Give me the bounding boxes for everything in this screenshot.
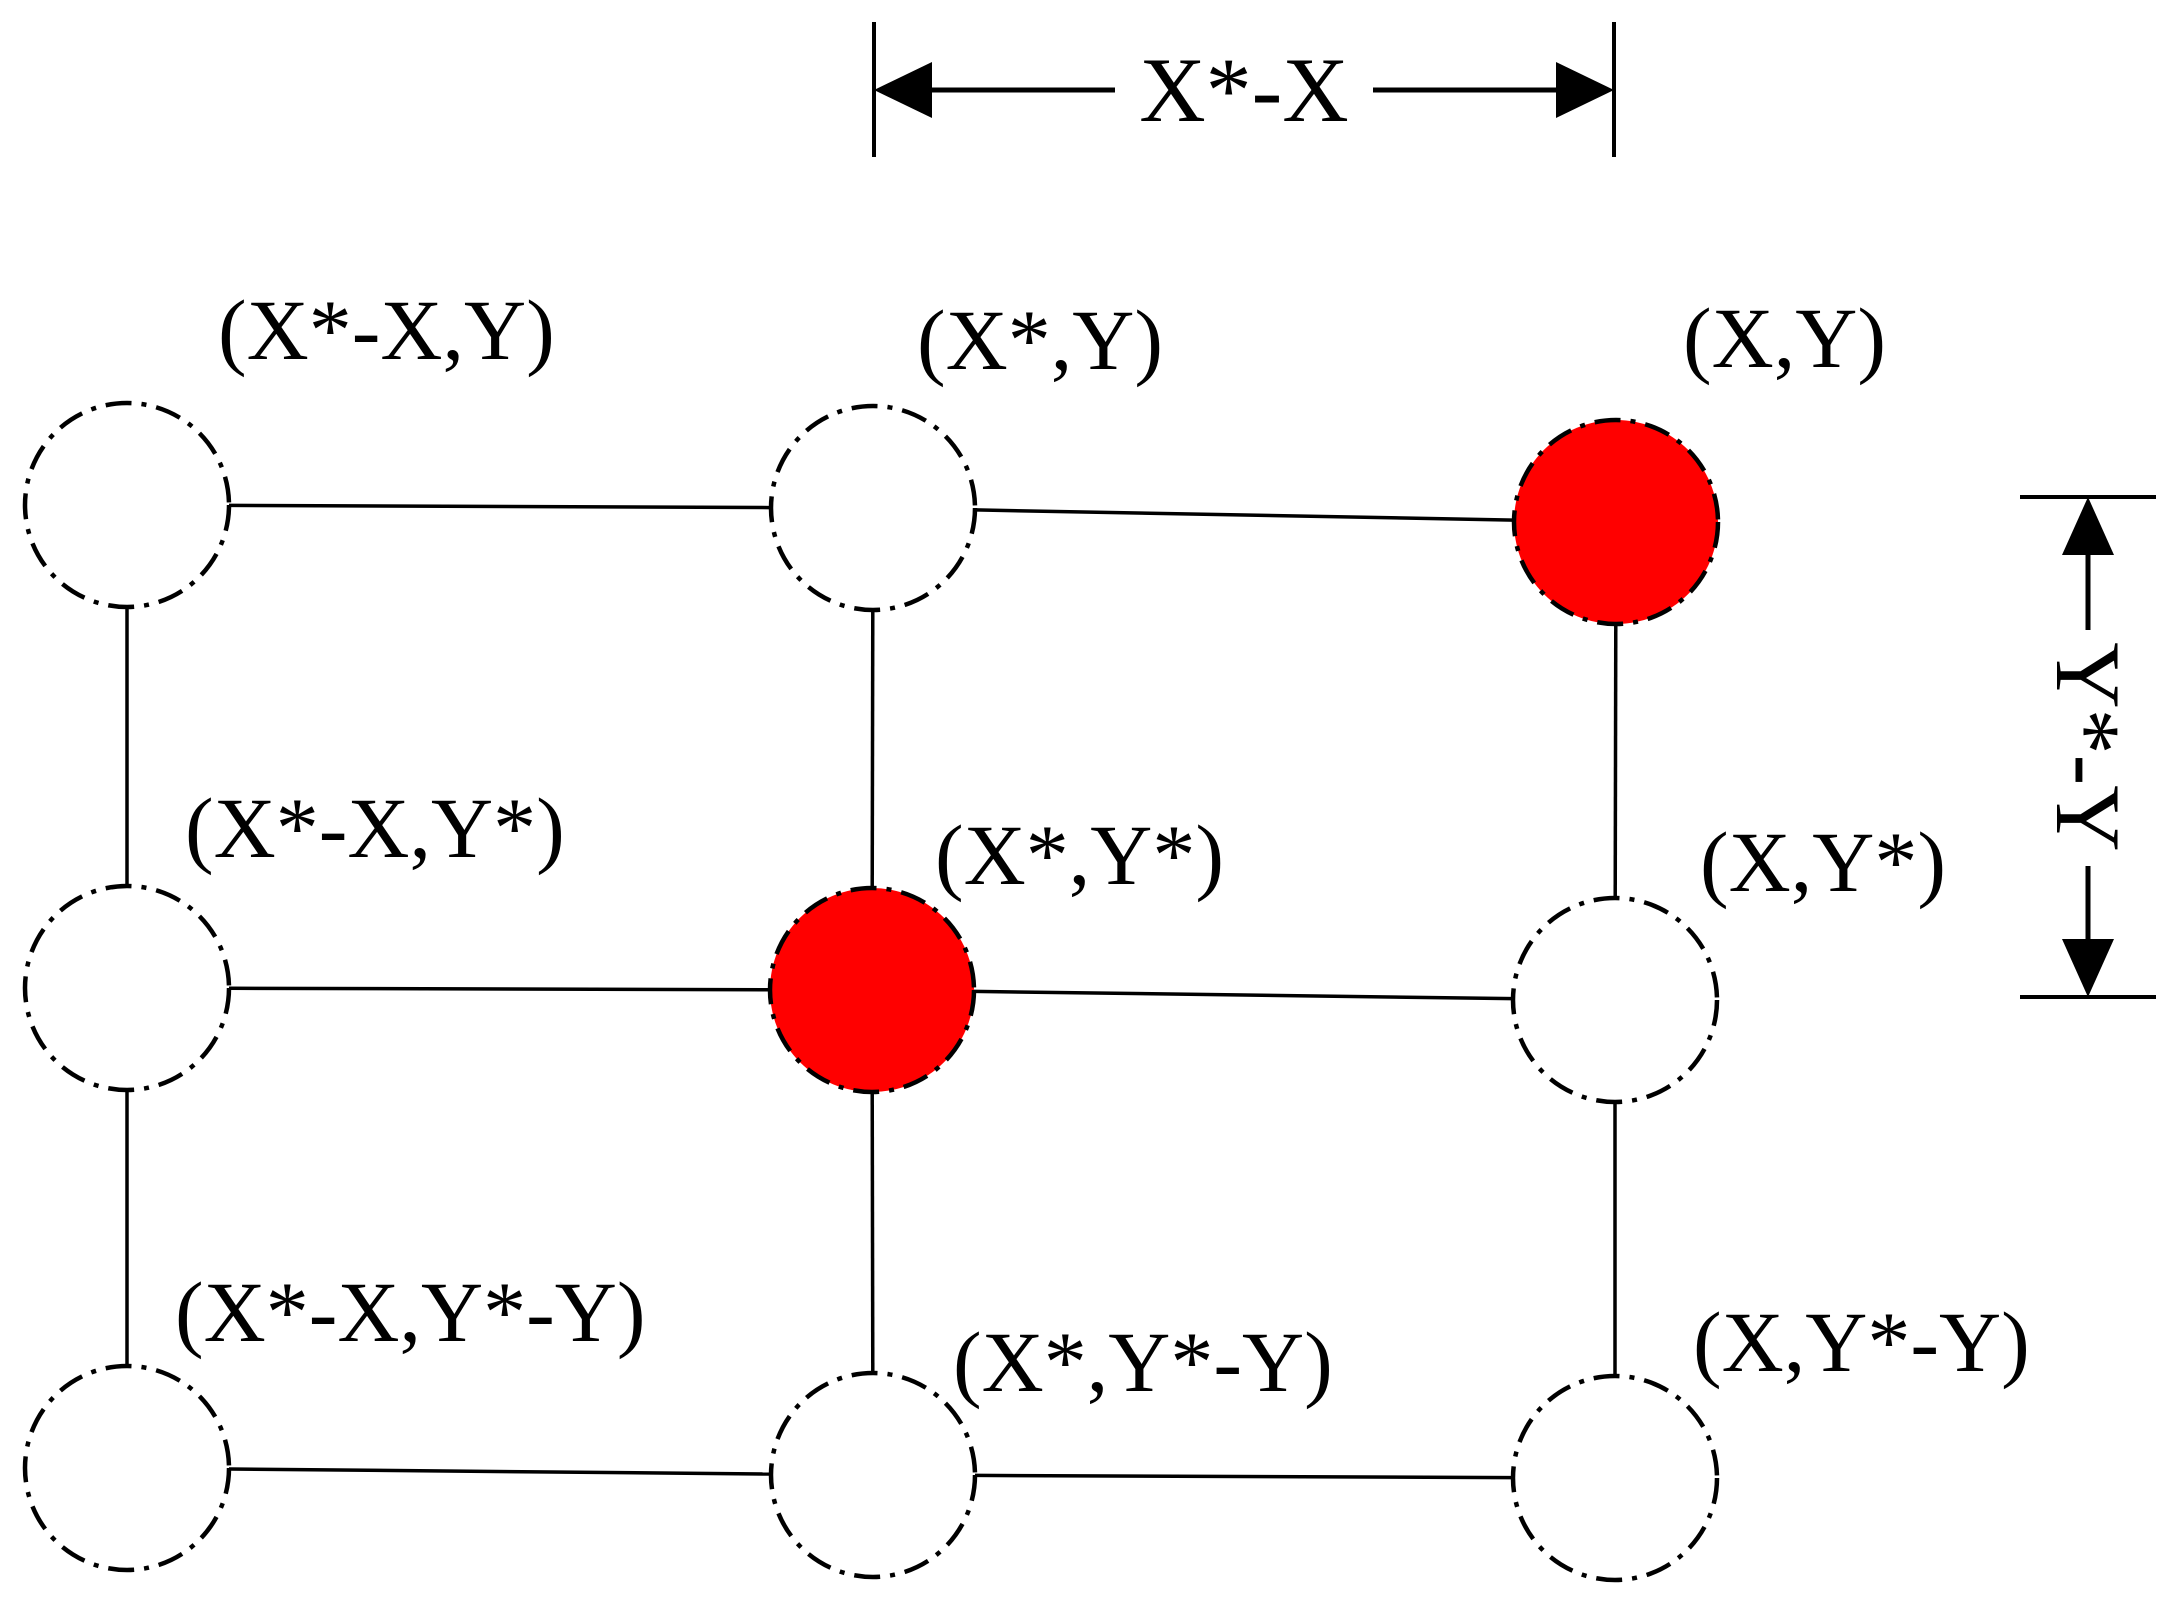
node-label-x-y: (X,Y)	[1683, 290, 1886, 386]
node-label-x-y-star-minus-y: (X,Y*-Y)	[1693, 1294, 2030, 1390]
horizontal-dimension-label: X*-X	[1139, 39, 1349, 141]
node-x-star-minus-x-y-star	[22, 883, 232, 1093]
vertical-dimension: Y*-Y	[2020, 495, 2156, 999]
edge-x-star-y-star-minus-y-to-x-y-star-minus-y	[974, 1473, 1514, 1480]
node-label-x-star-y-star: (X*,Y*)	[935, 807, 1224, 903]
node-x-y-star	[1510, 895, 1720, 1105]
node-x-star-y-star-minus-y	[768, 1370, 978, 1580]
node-x-star-y	[768, 403, 978, 613]
node-label-x-star-minus-x-y: (X*-X,Y)	[218, 282, 555, 378]
node-x-y-star-minus-y	[1510, 1373, 1720, 1583]
nodes	[22, 400, 1721, 1583]
node-label-x-y-star: (X,Y*)	[1700, 814, 1946, 910]
vertical-dimension-arrow-up-icon	[2062, 497, 2114, 555]
edge-x-y-to-x-y-star	[1613, 623, 1618, 899]
vertical-dimension-arrow-down-icon	[2062, 939, 2114, 997]
edge-x-star-minus-x-y-star-to-x-star-y-star	[228, 986, 771, 992]
horizontal-dimension: X*-X	[872, 22, 1616, 157]
node-label-x-star-minus-x-y-star-minus-y: (X*-X,Y*-Y)	[175, 1264, 645, 1360]
edge-x-star-y-to-x-y	[974, 508, 1515, 522]
edge-x-star-minus-x-y-to-x-star-y	[228, 503, 772, 510]
horizontal-dimension-arrow-left-icon	[874, 62, 932, 118]
node-label-x-star-minus-x-y-star: (X*-X,Y*)	[185, 780, 565, 876]
horizontal-dimension-arrow-right-icon	[1556, 62, 1614, 118]
node-x-star-minus-x-y-star-minus-y	[22, 1363, 232, 1573]
node-label-x-star-y: (X*,Y)	[917, 292, 1163, 388]
edge-x-star-minus-x-y-star-minus-y-to-x-star-y-star-minus-y	[228, 1467, 772, 1476]
node-x-y	[1511, 417, 1721, 627]
node-labels: (X*-X,Y) (X*,Y) (X,Y) (X*-X,Y*) (X*,Y*) (X,Y*…	[175, 282, 2030, 1410]
edge-x-star-y-to-x-star-y-star	[870, 609, 875, 889]
edge-x-star-y-star-to-x-y-star	[973, 989, 1514, 1001]
vertical-dimension-label: Y*-Y	[2037, 642, 2139, 852]
node-x-star-minus-x-y	[22, 400, 232, 610]
edge-x-star-y-star-to-x-star-y-star-minus-y	[870, 1091, 875, 1374]
edges	[125, 503, 1618, 1480]
node-label-x-star-y-star-minus-y: (X*,Y*-Y)	[953, 1314, 1333, 1410]
node-x-star-y-star	[767, 885, 977, 1095]
